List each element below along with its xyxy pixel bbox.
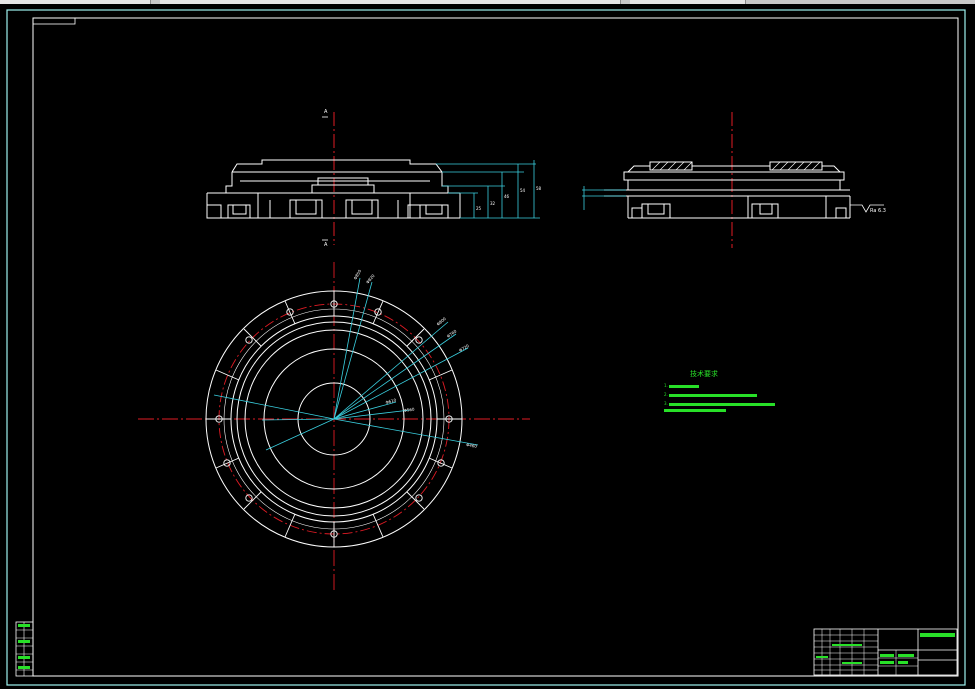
svg-text:54: 54 bbox=[520, 188, 526, 193]
toolbar-segment[interactable] bbox=[160, 0, 621, 4]
radial-dimension-leaders bbox=[213, 277, 479, 451]
title-block[interactable] bbox=[813, 628, 958, 676]
frame-corner-tag bbox=[32, 17, 76, 25]
surface-finish-symbol: Ra 6.3 bbox=[870, 208, 886, 214]
side-dimension-marks: Ra 6.3 bbox=[582, 186, 886, 214]
toolbar-segment[interactable] bbox=[630, 0, 746, 4]
bolt-holes bbox=[215, 300, 453, 538]
dim-label: Φ610 bbox=[385, 397, 397, 405]
svg-text:46: 46 bbox=[504, 194, 510, 199]
section-mark-bottom: A bbox=[324, 242, 328, 248]
tech-requirements-note: 技术要求 1. 2. 3. bbox=[664, 369, 775, 412]
tech-requirement-line: 3. bbox=[664, 401, 668, 406]
window-top-strip bbox=[0, 0, 975, 4]
toolbar-segment[interactable] bbox=[0, 0, 151, 4]
dim-label: Φ720 bbox=[458, 343, 470, 353]
tech-requirement-line: 1. bbox=[664, 383, 668, 388]
front-section-view[interactable]: A A bbox=[206, 109, 461, 248]
bore-circle bbox=[297, 382, 371, 456]
outer-frame bbox=[6, 9, 966, 686]
cad-drawing-canvas[interactable]: A A bbox=[0, 4, 975, 689]
tech-requirements-title: 技术要求 bbox=[690, 369, 718, 378]
dim-label: Φ460 bbox=[466, 442, 478, 449]
dim-label: Φ560 bbox=[403, 406, 415, 413]
dim-label: Φ850 bbox=[353, 268, 363, 280]
section-mark-top: A bbox=[324, 109, 328, 115]
svg-text:58: 58 bbox=[536, 186, 542, 191]
side-section-view[interactable] bbox=[604, 112, 851, 248]
inner-frame bbox=[32, 17, 959, 677]
plan-view[interactable]: Φ850 Φ820 Φ800 Φ760 Φ720 Φ610 Φ560 Φ460 bbox=[138, 262, 530, 592]
svg-text:25: 25 bbox=[476, 206, 482, 211]
front-dimension-stack: 25 32 46 54 58 bbox=[436, 160, 542, 219]
dim-label: Φ820 bbox=[365, 273, 376, 285]
svg-text:32: 32 bbox=[490, 201, 496, 206]
dim-label: Φ760 bbox=[446, 328, 458, 339]
tech-requirement-line: 2. bbox=[664, 392, 668, 397]
revision-strip bbox=[15, 621, 34, 677]
dim-label: Φ800 bbox=[435, 316, 447, 327]
